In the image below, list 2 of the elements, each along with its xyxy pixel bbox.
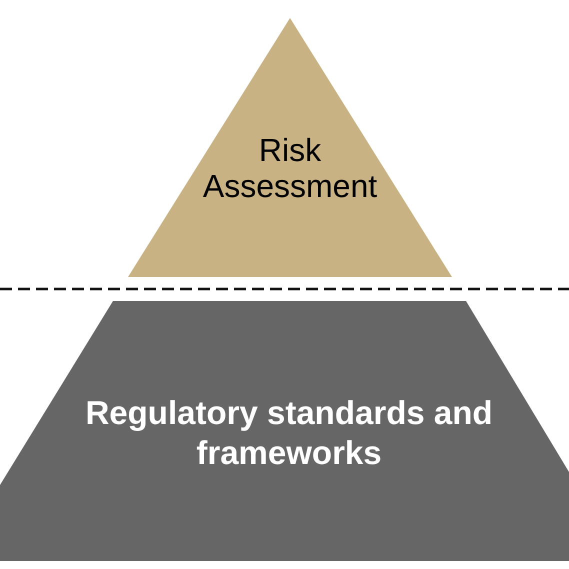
tier-label: Risk Assessment [202,132,378,204]
tier-label: Regulatory standards and frameworks [84,393,494,473]
